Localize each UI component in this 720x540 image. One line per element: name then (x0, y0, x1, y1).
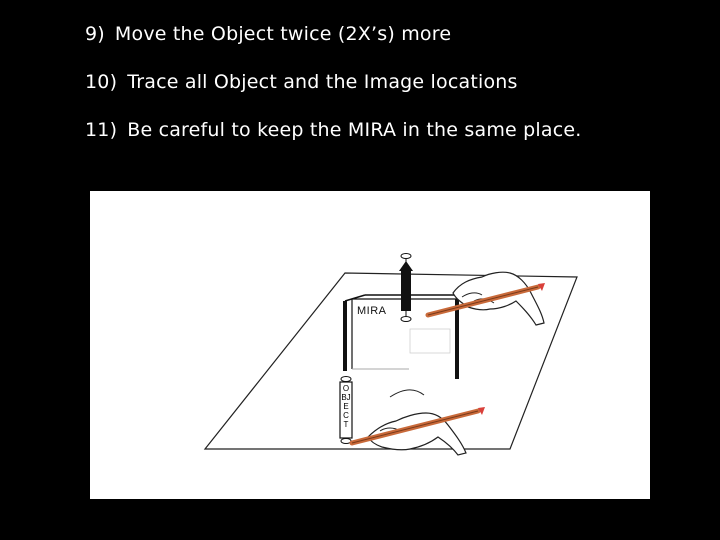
upper-hand-pencil (425, 271, 545, 326)
lower-hand-pencil (349, 389, 485, 456)
mira-drawing (203, 253, 578, 456)
mira-block (343, 294, 463, 379)
step-10-text: Trace all Object and the Image locations (127, 71, 518, 93)
step-10: 10) Trace all Object and the Image locati… (85, 70, 518, 94)
step-9-text: Move the Object twice (2X’s) more (114, 23, 452, 45)
mira-label: MIRA (357, 305, 387, 317)
mira-illustration: MIRA OBJECT (90, 191, 650, 499)
step-10-number: 10) (85, 71, 118, 93)
object-label: OBJECT (341, 384, 351, 429)
object-column (339, 376, 353, 444)
step-11-text: Be careful to keep the MIRA in the same … (127, 119, 582, 141)
step-11: 11) Be careful to keep the MIRA in the sa… (85, 118, 582, 142)
step-9: 9) Move the Object twice (2X’s) more (85, 22, 451, 46)
image-arrow (399, 253, 413, 322)
step-9-number: 9) (85, 23, 105, 45)
step-11-number: 11) (85, 119, 118, 141)
